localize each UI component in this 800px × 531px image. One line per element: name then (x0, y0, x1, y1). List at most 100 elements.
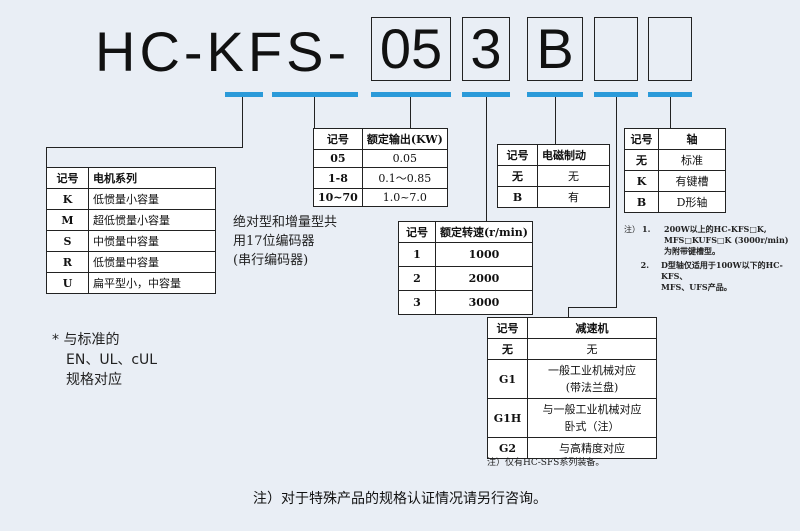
table-header: 电机系列 (88, 167, 216, 189)
table-cell: 有键槽 (658, 170, 726, 192)
table-cell-code: G2 (487, 437, 528, 459)
table-cell: 中惯量中容量 (88, 230, 216, 252)
table-cell-code: 10~70 (313, 188, 363, 207)
shaft-note-label: 注） (624, 225, 640, 234)
shaft-note-line: MFS□KUFS□K (3000r/min) (664, 235, 789, 245)
standard-note-line: * 与标准的 (52, 332, 120, 348)
connector-shaft-drop (568, 307, 569, 317)
table-cell: 超低惯量小容量 (88, 209, 216, 231)
table-cell: 2000 (434, 266, 534, 291)
table-cell: 扁平型小，中容量 (88, 272, 216, 294)
table-row: 无无 (497, 165, 610, 187)
table-cell: 无 (527, 338, 657, 360)
encoder-note-line: (串行编码器) (233, 253, 309, 268)
connector-shaft-h (568, 307, 617, 308)
table-cell: 0.1～0.85 (361, 167, 448, 189)
table-header: 记号 (624, 128, 659, 150)
table-cell-code: R (46, 251, 89, 273)
model-slot-reducer (648, 17, 692, 81)
connector-output-v (410, 97, 411, 128)
connector-series-drop (46, 147, 47, 167)
encoder-note-line: 绝对型和增量型共 (233, 215, 338, 230)
table-header: 记号 (313, 128, 363, 150)
connector-shaft-v (616, 97, 617, 307)
table-cell-code: 1-8 (313, 167, 363, 189)
reducer-note: 注）仅有HC-SFS系列装备。 (487, 458, 605, 468)
table-cell: 无 (537, 165, 610, 187)
model-slot-brake: B (527, 17, 583, 81)
table-cell-code: B (497, 186, 538, 208)
table-cell: 与一般工业机械对应 (542, 403, 642, 416)
encoder-note: 绝对型和增量型共 用17位编码器 (串行编码器) (233, 213, 383, 270)
standard-note-line: 规格对应 (66, 372, 122, 388)
table-cell: D形轴 (658, 191, 726, 213)
table-cell: 1000 (434, 242, 534, 267)
table-row: 无标准 (624, 149, 726, 171)
table-cell: 有 (537, 186, 610, 208)
table-cell-code: 无 (487, 338, 528, 360)
connector-series-v (242, 97, 243, 147)
shaft-note-line: MFS、UFS产品。 (660, 282, 732, 292)
bar-encoder (272, 92, 358, 97)
table-cell: 低惯量小容量 (88, 188, 216, 210)
table-cell-code: U (46, 272, 89, 294)
shaft-note-item: 注） 1. 200W以上的HC-KFS□K, MFS□KUFS□K (3000r… (624, 224, 798, 257)
table-row: G1 一般工业机械对应 (带法兰盘) (487, 359, 657, 399)
table-cell-code: K (624, 170, 659, 192)
table-cell-code: 2 (398, 266, 436, 291)
connector-series-h (46, 147, 243, 148)
table-cell: 3000 (434, 290, 534, 315)
table-header: 记号 (46, 167, 89, 189)
bar-series (225, 92, 263, 97)
table-cell-code: B (624, 191, 659, 213)
table-header: 记号 (487, 317, 528, 339)
bar-speed (462, 92, 510, 97)
table-cell: 0.05 (361, 149, 448, 168)
bar-output (371, 92, 451, 97)
bar-shaft (594, 92, 638, 97)
shaft-note-item: 2. D型轴仅适用于100W以下的HC-KFS、 MFS、UFS产品。 (624, 260, 798, 293)
table-header: 额定输出(KW) (361, 128, 448, 150)
footer-note: 注）对于特殊产品的规格认证情况请另行咨询。 (253, 491, 547, 507)
table-cell: 卧式（注） (564, 420, 620, 433)
standard-note: * 与标准的 EN、UL、cUL 规格对应 (52, 330, 232, 390)
connector-speed-v (486, 97, 487, 221)
connector-reducer-v (670, 97, 671, 128)
table-cell: 标准 (658, 149, 726, 171)
reducer-table: 记号 减速机 无无 G1 一般工业机械对应 (带法兰盘) G1H 与一般工业机械… (487, 317, 657, 459)
shaft-note-line: 为附带键槽型。 (664, 246, 720, 256)
model-prefix: HC-KFS- (95, 20, 351, 83)
encoder-note-line: 用17位编码器 (233, 234, 315, 249)
shaft-note-num: 1. (642, 224, 651, 234)
table-cell-code: 1 (398, 242, 436, 267)
table-header: 减速机 (527, 317, 657, 339)
table-header: 记号 (497, 144, 538, 166)
bar-brake (527, 92, 583, 97)
table-cell-code: 05 (313, 149, 363, 168)
table-cell: 1.0~7.0 (361, 188, 448, 207)
table-header: 记号 (398, 221, 436, 243)
shaft-note-line: 200W以上的HC-KFS□K, (664, 224, 767, 234)
table-cell: (带法兰盘) (565, 381, 619, 394)
table-cell-code: G1 (487, 359, 528, 399)
table-row: G1H 与一般工业机械对应 卧式（注） (487, 398, 657, 438)
table-cell: 一般工业机械对应 (548, 364, 636, 377)
table-cell-code: 无 (624, 149, 659, 171)
model-slot-shaft (594, 17, 638, 81)
shaft-note-line: D型轴仅适用于100W以下的HC-KFS、 (660, 260, 783, 281)
